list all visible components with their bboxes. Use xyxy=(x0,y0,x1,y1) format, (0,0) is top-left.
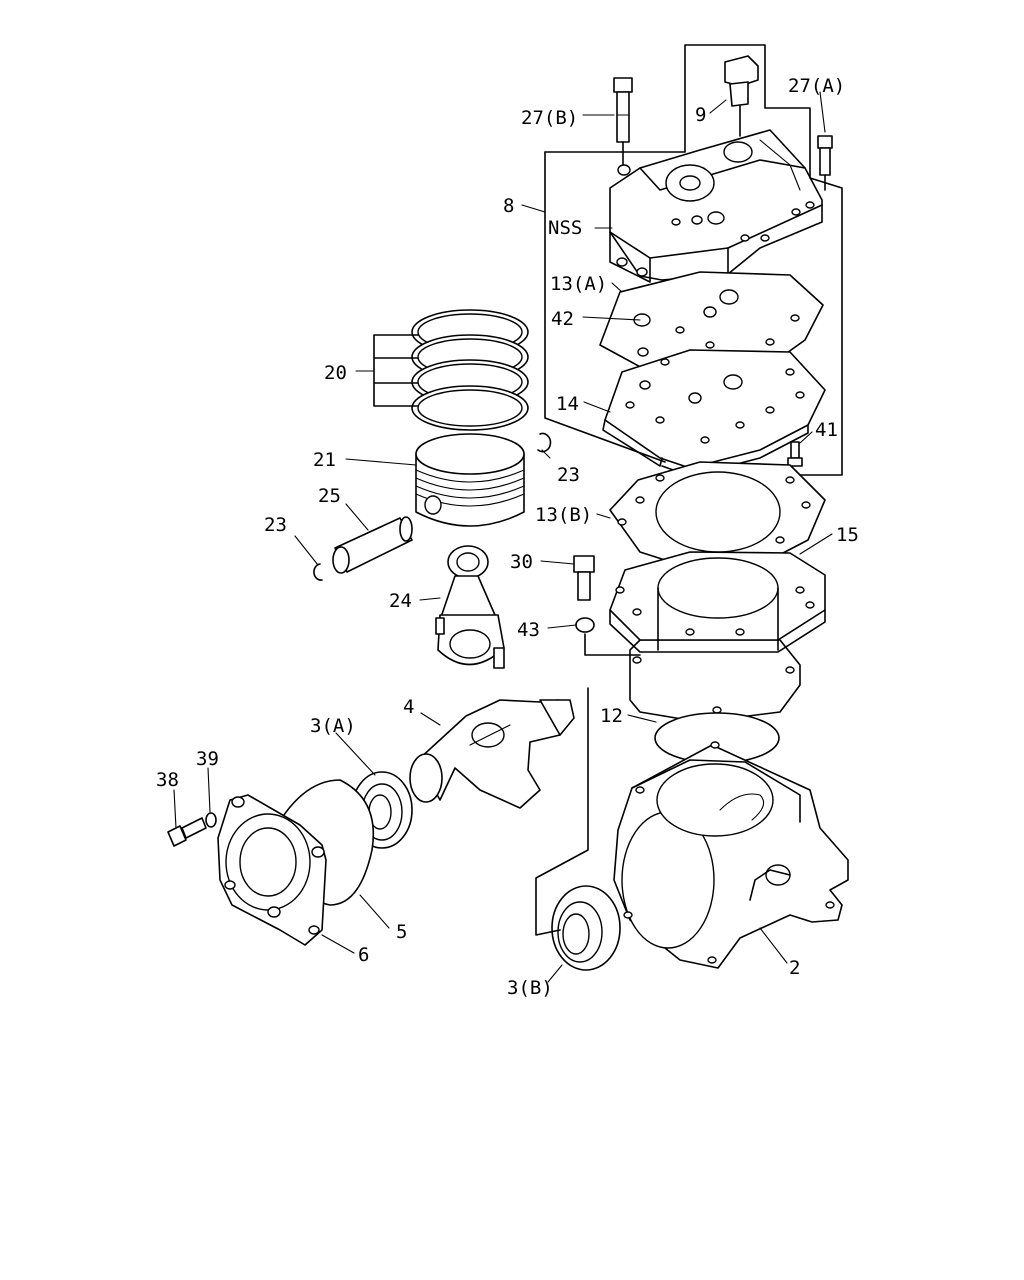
group-bracket-crank xyxy=(535,687,589,936)
label-38: 38 xyxy=(156,769,179,791)
bolt-27a xyxy=(817,135,833,191)
label-13a: 13(A) xyxy=(550,273,607,295)
bolt-41 xyxy=(787,441,803,467)
cover-6 xyxy=(217,794,327,946)
piston-21 xyxy=(415,433,525,527)
snap-ring-23-right xyxy=(537,432,552,453)
label-23-left: 23 xyxy=(264,514,287,536)
label-21: 21 xyxy=(313,449,336,471)
label-20: 20 xyxy=(324,362,347,384)
label-15: 15 xyxy=(836,524,859,546)
label-43: 43 xyxy=(517,619,540,641)
piston-pin-25 xyxy=(332,516,413,574)
plate-14 xyxy=(602,349,826,477)
label-30: 30 xyxy=(510,551,533,573)
label-13b: 13(B) xyxy=(535,504,592,526)
part-labels: 27(B) 9 27(A) 8 NSS 13(A) 42 14 41 20 21… xyxy=(156,75,859,999)
label-12: 12 xyxy=(600,705,623,727)
label-41: 41 xyxy=(815,419,838,441)
washer-39 xyxy=(205,812,217,828)
label-3a: 3(A) xyxy=(310,715,356,737)
bracket-20 xyxy=(373,334,419,407)
bolt-27b xyxy=(613,77,633,166)
label-9: 9 xyxy=(695,104,706,126)
label-4: 4 xyxy=(403,696,414,718)
label-25: 25 xyxy=(318,485,341,507)
snap-ring-23-left xyxy=(313,563,323,581)
label-14: 14 xyxy=(556,393,579,415)
piston-rings-20 xyxy=(411,309,529,431)
cylinder-block-15 xyxy=(609,551,826,723)
label-nss: NSS xyxy=(548,217,582,239)
label-24: 24 xyxy=(389,590,412,612)
label-23-right: 23 xyxy=(557,464,580,486)
leader-lines xyxy=(173,91,833,983)
bolt-38 xyxy=(167,817,207,847)
label-39: 39 xyxy=(196,748,219,770)
label-8: 8 xyxy=(503,195,514,217)
label-42: 42 xyxy=(551,308,574,330)
label-5: 5 xyxy=(396,921,407,943)
crankcase-2 xyxy=(613,741,849,969)
label-2: 2 xyxy=(789,957,800,979)
crankshaft-4 xyxy=(409,699,575,809)
label-3b: 3(B) xyxy=(507,977,553,999)
cylinder-head xyxy=(609,129,823,283)
bearing-3b xyxy=(551,885,621,971)
bolt-30 xyxy=(573,555,595,601)
gasket-13b xyxy=(609,461,826,569)
bearing-3a xyxy=(351,771,413,849)
connecting-rod-24 xyxy=(435,545,505,669)
group-bracket-head xyxy=(544,151,666,463)
label-6: 6 xyxy=(358,944,369,966)
label-27b: 27(B) xyxy=(521,107,578,129)
plug-9 xyxy=(724,55,759,137)
label-27a: 27(A) xyxy=(788,75,845,97)
